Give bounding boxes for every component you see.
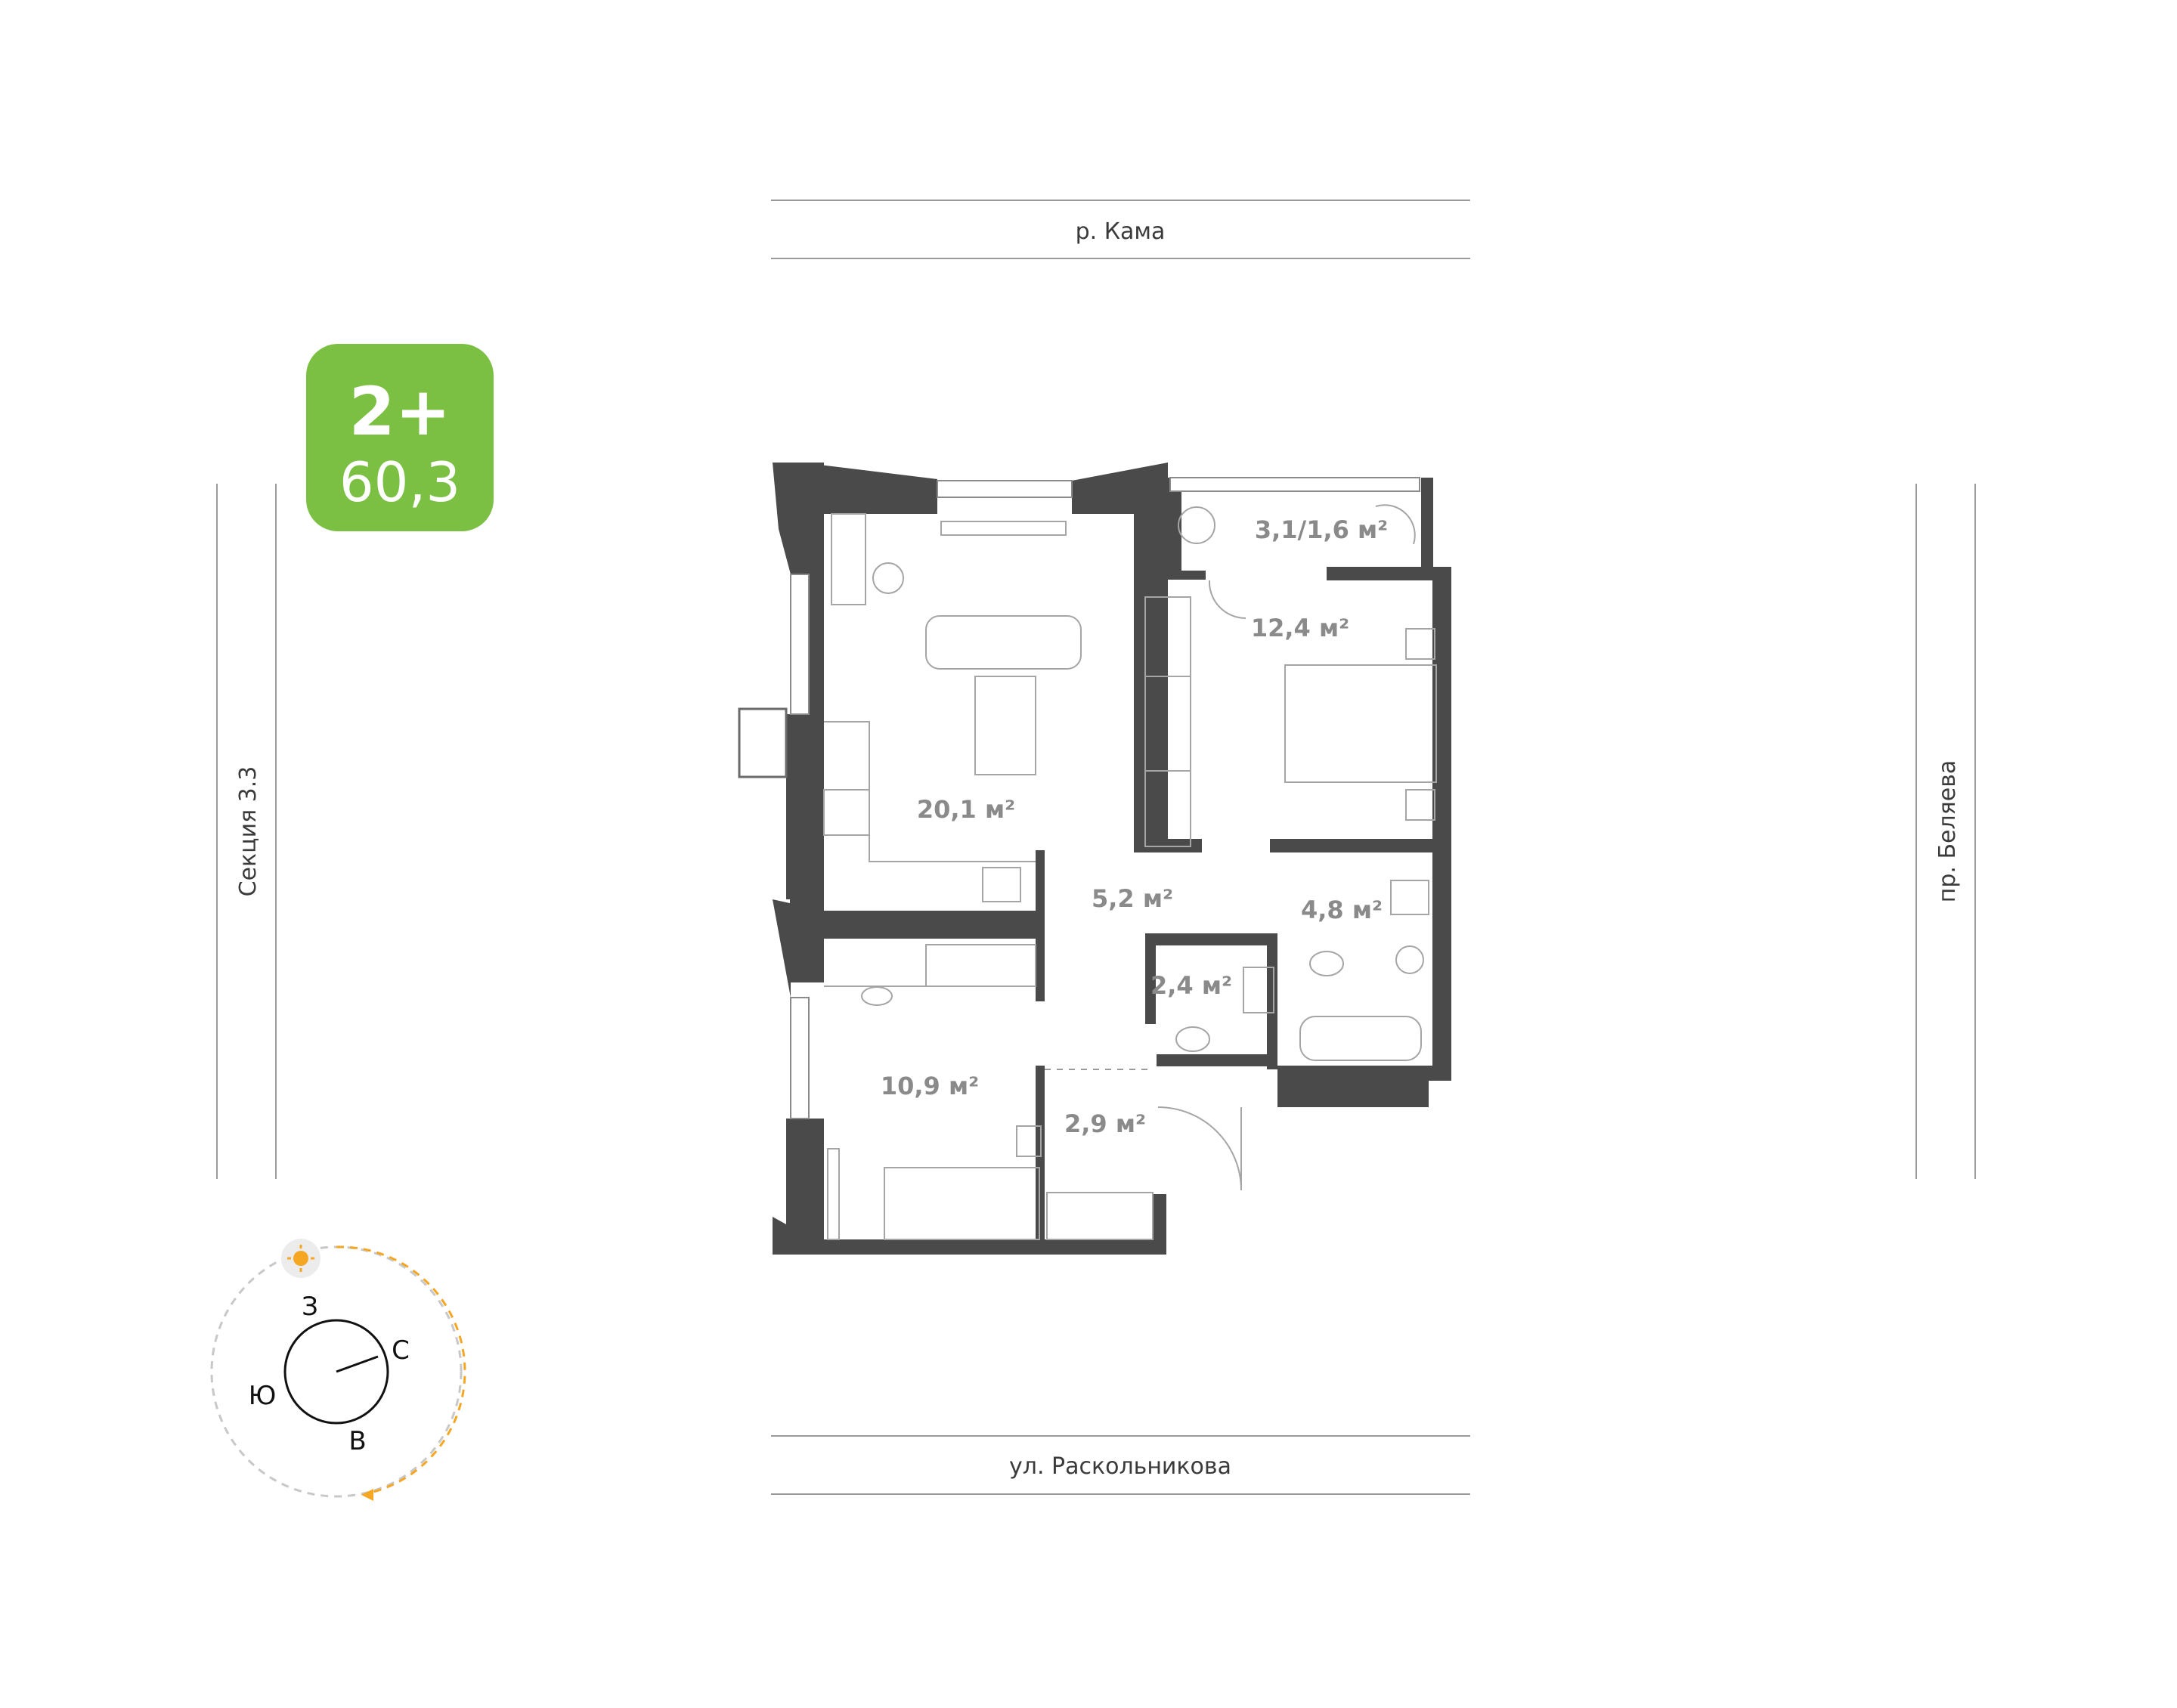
- room-living-area: 20,1 м²: [917, 795, 1015, 824]
- room-kids-area: 10,9 м²: [881, 1072, 979, 1100]
- room-entry-area: 2,9 м²: [1064, 1109, 1146, 1138]
- badge-area: 60,3: [339, 450, 460, 514]
- sun-icon: [281, 1239, 321, 1278]
- room-bathroom-area: 4,8 м²: [1301, 896, 1383, 924]
- room-wc-area: 2,4 м²: [1150, 971, 1232, 1000]
- compass: З С Ю В: [210, 1239, 466, 1501]
- compass-east: В: [348, 1426, 366, 1456]
- compass-south: Ю: [249, 1381, 277, 1411]
- room-bedroom-area: 12,4 м²: [1251, 614, 1349, 642]
- street-frame: [216, 200, 1976, 1495]
- street-top-label: р. Кама: [1076, 218, 1166, 245]
- compass-north: С: [392, 1335, 410, 1366]
- street-right-label: пр. Беляева: [1934, 760, 1961, 903]
- badge-rooms: 2+: [349, 373, 451, 450]
- compass-west: З: [302, 1292, 318, 1322]
- room-balcony-area: 3,1/1,6 м²: [1255, 515, 1388, 544]
- floor-plan: [738, 463, 1451, 1255]
- arrow-icon: [361, 1489, 373, 1501]
- room-hall-area: 5,2 м²: [1092, 884, 1173, 913]
- street-left-label: Секция 3.3: [235, 766, 262, 897]
- apartment-badge: 2+ 60,3: [306, 344, 494, 531]
- street-bottom-label: ул. Раскольникова: [1009, 1453, 1231, 1480]
